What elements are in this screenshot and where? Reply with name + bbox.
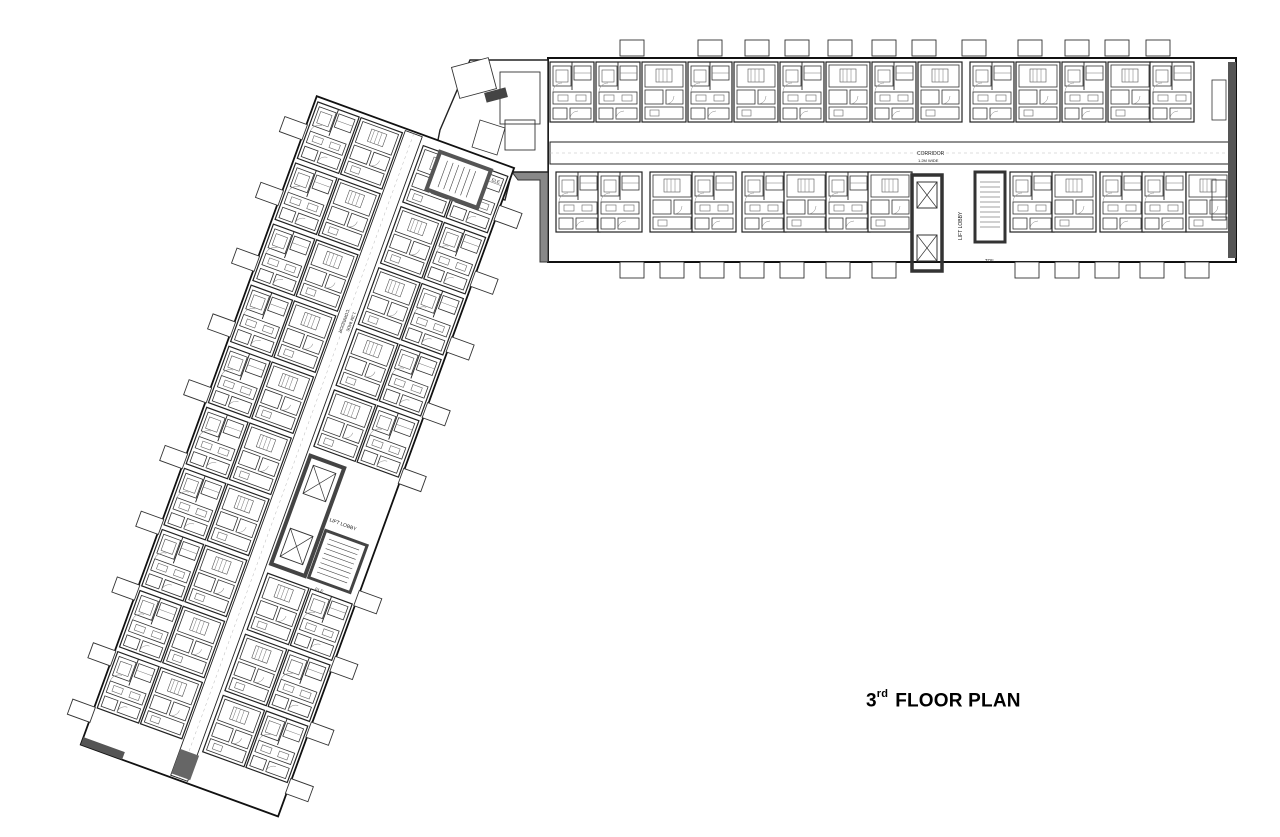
floor-plan-title: 3rd FLOOR PLAN <box>866 688 1021 712</box>
title-floor-number: 3 <box>866 690 877 712</box>
title-text: FLOOR PLAN <box>895 690 1021 712</box>
toilet-east-label: TOIL <box>985 258 995 263</box>
lift-lobby-east-label: LIFT LOBBY <box>958 211 964 240</box>
west-wing: CORRIDOR 1.2M WIDE <box>66 95 523 818</box>
corridor-east-width-label: 1.2M WIDE <box>918 158 939 163</box>
title-ordinal-suffix: rd <box>876 688 889 700</box>
corridor-east-label: CORRIDOR <box>917 151 945 157</box>
corridor-west-width-label: 1.2M WIDE <box>345 311 357 332</box>
elec-west-label: ELE <box>314 587 324 595</box>
east-wing: CORRIDOR 1.2M WIDE LIFT LOBBY <box>511 39 1237 279</box>
elec-west-2-label: ELE <box>491 177 501 185</box>
